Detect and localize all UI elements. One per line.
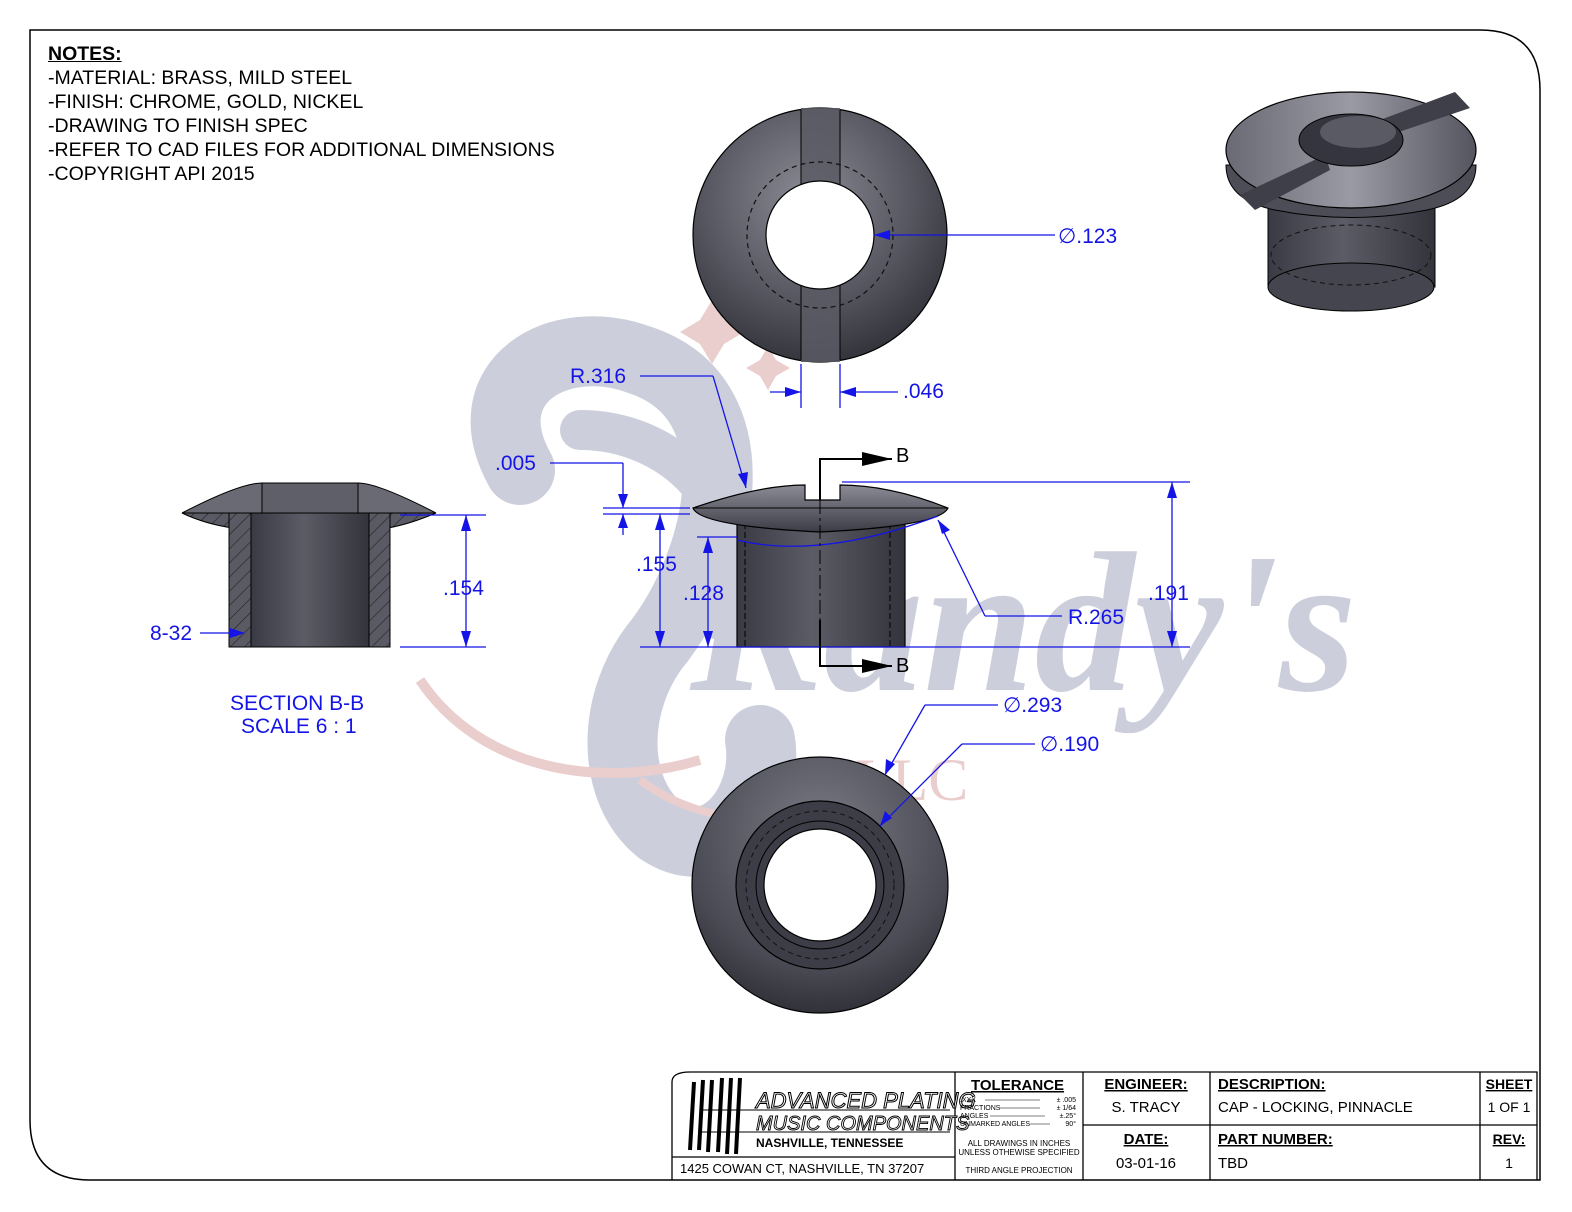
tol-angles-value: ±.25° (1060, 1112, 1077, 1120)
dim-shank-height: .128 (683, 582, 724, 605)
engineer-value: S. TRACY (1112, 1099, 1181, 1116)
dim-section-bore-height: .154 (443, 577, 484, 600)
note-drawing-spec: -DRAWING TO FINISH SPEC (48, 115, 308, 137)
dimension-labels: ∅.123 .046 R.316 .005 .191 R.265 .155 .1… (150, 225, 1189, 756)
tol-unmarked-value: 90° (1065, 1120, 1076, 1128)
section-marker-top: B (896, 445, 909, 467)
company-city: NASHVILLE, TENNESSEE (756, 1136, 903, 1150)
engineer-label: ENGINEER: (1104, 1076, 1187, 1093)
dim-head-base-height: .155 (636, 553, 677, 576)
dim-overall-height: .191 (1148, 582, 1189, 605)
company-logo: ADVANCED PLATING MUSIC COMPONENTS NASHVI… (688, 1077, 976, 1155)
company-name-line2: MUSIC COMPONENTS (756, 1113, 970, 1135)
tol-angles-label: ANGLES (960, 1113, 989, 1120)
part-number-value: TBD (1218, 1155, 1248, 1172)
section-view (181, 482, 437, 648)
company-address: 1425 COWAN CT, NASHVILLE, TN 37207 (680, 1161, 924, 1176)
dim-r-top: R.316 (570, 365, 626, 388)
sheet-border (29, 29, 1541, 1181)
date-label: DATE: (1124, 1131, 1169, 1148)
title-block (671, 1071, 1538, 1180)
dim-head-gap: .005 (495, 452, 536, 475)
note-finish: -FINISH: CHROME, GOLD, NICKEL (48, 91, 364, 113)
section-marker-bottom: B (896, 655, 909, 677)
sheet-label: SHEET (1486, 1076, 1533, 1092)
projection-note: THIRD ANGLE PROJECTION (965, 1166, 1072, 1175)
sheet-value: 1 OF 1 (1488, 1099, 1531, 1115)
tolerance-note-inches: ALL DRAWINGS IN INCHES (968, 1139, 1071, 1148)
bottom-view (691, 756, 949, 1014)
dim-thread: 8-32 (150, 622, 192, 645)
notes-title: NOTES: (48, 43, 122, 65)
rev-value: 1 (1505, 1155, 1513, 1171)
dim-slot-width: .046 (903, 380, 944, 403)
dim-bottom-inner-diameter: ∅.190 (1040, 733, 1099, 756)
date-value: 03-01-16 (1116, 1155, 1176, 1172)
note-material: -MATERIAL: BRASS, MILD STEEL (48, 67, 353, 89)
rev-label: REV: (1493, 1131, 1526, 1147)
section-arrow-bottom (862, 659, 892, 673)
section-arrow-top (862, 452, 892, 466)
title-block-fields: ENGINEER: S. TRACY DATE: 03-01-16 DESCRI… (1104, 1076, 1532, 1172)
tol-fractions-label: FRACTIONS (960, 1105, 1001, 1112)
tol-unmarked-label: UNMARKED ANGLES (960, 1121, 1030, 1128)
dimension-lines (200, 234, 1190, 827)
section-scale: SCALE 6 : 1 (241, 715, 357, 738)
part-number-label: PART NUMBER: (1218, 1131, 1333, 1148)
tol-xxx-value: ± .005 (1057, 1097, 1077, 1104)
description-label: DESCRIPTION: (1218, 1076, 1326, 1093)
section-title: SECTION B-B (230, 692, 364, 715)
dimension-arrows (230, 230, 1177, 826)
tol-xxx-label: .XXX (960, 1097, 976, 1104)
note-copyright: -COPYRIGHT API 2015 (48, 163, 255, 185)
dim-bottom-outer-diameter: ∅.293 (1003, 694, 1062, 717)
note-cad-files: -REFER TO CAD FILES FOR ADDITIONAL DIMEN… (48, 139, 555, 161)
description-value: CAP - LOCKING, PINNACLE (1218, 1099, 1413, 1116)
iso-view (1225, 91, 1477, 312)
company-name-line1: ADVANCED PLATING (754, 1088, 976, 1113)
tolerance-box: TOLERANCE .XXX ± .005 FRACTIONS ± 1/64 A… (958, 1077, 1080, 1175)
top-view (692, 107, 948, 363)
dim-top-diameter: ∅.123 (1058, 225, 1117, 248)
tolerance-header: TOLERANCE (971, 1077, 1064, 1094)
tol-fractions-value: ± 1/64 (1057, 1105, 1077, 1112)
dim-r-under: R.265 (1068, 606, 1124, 629)
section-markers: B B (896, 445, 909, 677)
tolerance-note-unless: UNLESS OTHEWISE SPECIFIED (958, 1148, 1080, 1157)
